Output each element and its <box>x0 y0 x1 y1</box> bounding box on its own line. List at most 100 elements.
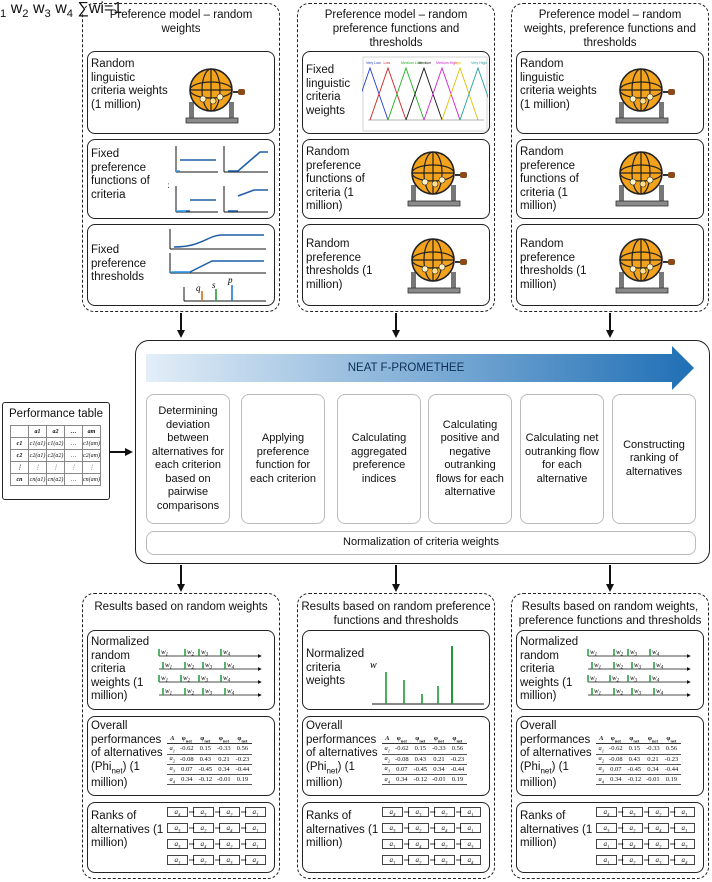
net-flow-cell: -0.08 <box>392 754 412 765</box>
net-flow-cell: -0.23 <box>662 754 681 765</box>
net-flow-cell: 0.43 <box>411 754 430 765</box>
svg-text:w3: w3 <box>630 674 638 684</box>
rank-cell: a4 <box>596 807 617 818</box>
normalized-weights-card <box>302 630 490 710</box>
net-flow-cell: φnet <box>196 734 215 745</box>
linguistic-term-curve <box>423 66 461 121</box>
net-flow-cell: φnet <box>177 734 197 745</box>
svg-text:w3: w3 <box>634 661 642 671</box>
card-label: Random preference thresholds (1 million) <box>306 238 373 291</box>
svg-text:w1: w1 <box>165 661 172 671</box>
svg-text:w4: w4 <box>223 674 231 684</box>
net-flow-cell: a4 <box>167 774 178 786</box>
net-flow-cell: 0.56 <box>448 743 467 755</box>
svg-text:w1: w1 <box>590 674 597 684</box>
net-flow-cell: a3 <box>167 764 178 776</box>
net-flow-cell: φnet <box>448 734 467 745</box>
svg-text:w4: w4 <box>652 648 660 658</box>
bottom-panel-random-weights <box>82 593 280 879</box>
performance-table-cell: c1(am) <box>82 437 101 450</box>
preference-functions-card <box>87 139 275 219</box>
net-flow-cell: -0.45 <box>196 764 215 776</box>
method-step-deviation: Determining deviation between alternativ… <box>146 394 230 524</box>
card-label: Random preference functions of criteria … <box>306 146 365 212</box>
rank-cell: a1 <box>596 839 617 850</box>
net-flow-cell: a1 <box>167 743 178 755</box>
linguistic-term-label: Medium <box>419 61 432 65</box>
ranks-label: Ranks of alternatives (1 million) <box>520 810 593 849</box>
method-step-preference-function: Applying preference function for each cr… <box>241 394 325 524</box>
bottom-panel-random-functions <box>297 593 495 879</box>
net-flow-cell: φnet <box>606 734 626 745</box>
svg-text:w3: w3 <box>634 687 642 697</box>
svg-text:w3: w3 <box>201 648 209 658</box>
net-flow-cell: 0.56 <box>662 743 681 755</box>
net-flow-cell: 0.34 <box>214 764 234 776</box>
net-flow-cell: 0.07 <box>392 764 412 776</box>
top-panel-random-functions <box>297 3 495 312</box>
svg-text:w4: w4 <box>652 674 660 684</box>
linguistic-term-curve <box>362 66 389 121</box>
random-functions-card <box>516 139 704 219</box>
net-flow-cell: 0.56 <box>233 743 252 755</box>
bottom-panel-title: Results based on random weights, prefere… <box>518 601 702 627</box>
net-flow-cell: -0.12 <box>625 774 644 786</box>
card-label: Fixed preference thresholds <box>91 244 146 283</box>
svg-text:w2: w2 <box>616 648 624 658</box>
weights-bar-graphic: w <box>370 646 484 705</box>
lottery-drum-icon <box>615 238 675 294</box>
preference-functions-icon: fk <box>168 146 268 213</box>
fk-symbol: fk <box>168 177 170 190</box>
linguistic-term-curve <box>441 66 479 121</box>
card-label: Random linguistic criteria weights (1 mi… <box>520 58 597 111</box>
svg-text:w4: w4 <box>227 687 235 697</box>
method-banner-arrow <box>146 346 694 390</box>
net-flow-cell: 0.34 <box>429 764 449 776</box>
net-flow-cell: a4 <box>382 774 393 786</box>
net-flow-cell: -0.44 <box>233 764 252 776</box>
net-flow-cell: 0.21 <box>643 754 663 765</box>
net-flow-cell: -0.45 <box>625 764 644 776</box>
linguistic-term-label: High <box>454 61 461 65</box>
net-flow-cell: -0.44 <box>662 764 681 776</box>
lottery-drum-icon <box>185 68 245 124</box>
weights-label: Normalized random criteria weights (1 mi… <box>91 636 150 702</box>
svg-text:w2: w2 <box>187 687 195 697</box>
top-panel-random-all <box>511 3 709 312</box>
lottery-drum-icon <box>615 68 675 124</box>
net-flow-cell: 0.07 <box>606 764 626 776</box>
svg-text:w1: w1 <box>594 661 601 671</box>
net-flow-cell: -0.08 <box>606 754 626 765</box>
ranks-label: Ranks of alternatives (1 million) <box>91 810 164 849</box>
net-flow-cell: -0.33 <box>214 743 234 755</box>
thresholds-icon: q s p <box>169 229 266 302</box>
rank-cell: a3 <box>596 823 617 834</box>
svg-text:p: p <box>227 275 233 285</box>
svg-text:w4: w4 <box>223 648 231 658</box>
net-flow-cell: -0.01 <box>214 774 234 786</box>
svg-text:w3: w3 <box>205 661 213 671</box>
weights-label: Normalized random criteria weights (1 mi… <box>520 636 579 702</box>
method-step-net-flow: Calculating net outranking flow for each… <box>520 394 604 524</box>
rank-cell: a4 <box>167 807 188 818</box>
top-panel-title: Preference model – random preference fun… <box>324 9 468 49</box>
net-flow-cell: φnet <box>214 734 234 745</box>
linguistic-term-label: Very Low <box>366 61 381 65</box>
net-flow-cell: -0.62 <box>177 743 197 755</box>
svg-text:w: w <box>370 660 377 671</box>
net-flow-cell: 0.43 <box>196 754 215 765</box>
svg-text:w1: w1 <box>165 687 172 697</box>
svg-text:w2: w2 <box>187 661 195 671</box>
performance-table-title: Performance table <box>9 408 103 420</box>
net-flow-cell: A <box>167 734 178 745</box>
net-flow-cell: 0.19 <box>662 774 681 786</box>
net-flow-cell: φnet <box>392 734 412 745</box>
net-flow-cell: 0.34 <box>177 774 197 786</box>
net-flow-cell: -0.23 <box>233 754 252 765</box>
net-flow-cell: 0.34 <box>643 764 663 776</box>
